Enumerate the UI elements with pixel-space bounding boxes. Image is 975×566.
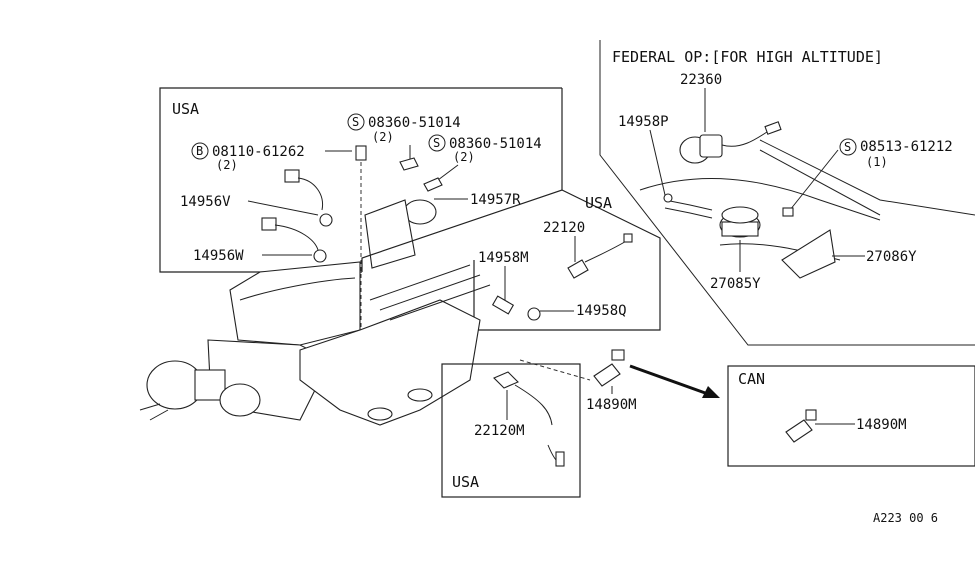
sensor-08360b-icon bbox=[423, 177, 443, 192]
sensor-14890M-can-connector bbox=[805, 409, 817, 421]
part-08110-label: 08110-61262 bbox=[212, 144, 305, 160]
part-22120M-sensor bbox=[493, 371, 565, 467]
can-box-border bbox=[727, 365, 975, 467]
b-symbol-icon bbox=[191, 142, 209, 160]
distributor-icon bbox=[139, 360, 261, 421]
part-14958P-hose bbox=[663, 193, 713, 219]
part-08110-qty: (2) bbox=[216, 158, 238, 172]
part-27085Y-label: 27085Y bbox=[710, 276, 761, 292]
engine-assembly-drawing bbox=[139, 261, 591, 426]
part-14956W-label: 14956W bbox=[193, 248, 244, 264]
diagram-reference-code: A223 00 6 bbox=[873, 511, 938, 525]
bolt-08513-label: S 08513-61212 (1) bbox=[839, 138, 953, 169]
part-27086Y-label: 27086Y bbox=[866, 249, 917, 265]
part-08513-label: 08513-61212 bbox=[860, 139, 953, 155]
s-symbol-icon bbox=[839, 138, 857, 156]
rocker-cover-ridge bbox=[239, 277, 356, 301]
usa-top-label: USA bbox=[172, 100, 199, 118]
intake-manifold bbox=[299, 299, 481, 426]
usa-bottom-box-border bbox=[441, 363, 581, 498]
svg-text:S: S bbox=[433, 136, 440, 150]
usa-bottom-label: USA bbox=[452, 473, 479, 491]
manifold-runners bbox=[369, 264, 491, 321]
leader-08513 bbox=[789, 149, 839, 211]
manifold-port-2 bbox=[407, 388, 433, 402]
sensor-14890M-icon bbox=[593, 363, 621, 387]
federal-manifold-line-2 bbox=[759, 139, 975, 216]
part-14890M-label: 14890M bbox=[586, 397, 637, 413]
part-14957R-solenoid bbox=[364, 199, 437, 269]
can-box: CAN 14890M bbox=[727, 365, 975, 467]
usa-bottom-box: 22120M USA bbox=[441, 363, 581, 498]
part-08360b-qty: (2) bbox=[453, 150, 475, 164]
leader-14956V bbox=[247, 200, 319, 216]
federal-option-region: FEDERAL OP:[FOR HIGH ALTITUDE] 22360 149… bbox=[599, 40, 975, 346]
part-08360a-label: 08360-51014 bbox=[368, 115, 461, 131]
part-14958Q-label: 14958Q bbox=[576, 303, 627, 319]
part-22120M-label: 22120M bbox=[474, 423, 525, 439]
svg-text:B: B bbox=[196, 144, 203, 158]
part-14956V-sensor bbox=[284, 169, 333, 227]
can-label: CAN bbox=[738, 370, 765, 388]
manifold-port-1 bbox=[367, 407, 393, 421]
part-08360b-label: 08360-51014 bbox=[449, 136, 542, 152]
sensor-08360a-icon bbox=[399, 157, 419, 171]
part-27086Y-bracket bbox=[781, 229, 836, 279]
part-22120-label: 22120 bbox=[543, 220, 585, 236]
svg-text:S: S bbox=[844, 140, 851, 154]
usa-right-label: USA bbox=[585, 194, 612, 212]
part-14890M-can-label: 14890M bbox=[856, 417, 907, 433]
part-14958P-label: 14958P bbox=[618, 114, 669, 130]
part-08513-qty: (1) bbox=[866, 155, 888, 169]
part-27085Y-valve bbox=[719, 206, 761, 238]
leader-08360b bbox=[437, 164, 459, 181]
s-symbol-icon bbox=[428, 134, 446, 152]
federal-region-border bbox=[599, 40, 975, 346]
federal-option-title: FEDERAL OP:[FOR HIGH ALTITUDE] bbox=[612, 48, 883, 66]
bolt-08110-icon bbox=[355, 145, 367, 161]
s-symbol-icon bbox=[347, 113, 365, 131]
part-14890M-main: 14890M bbox=[586, 349, 637, 413]
part-14958M-hose bbox=[491, 295, 515, 315]
arrow-to-can-icon bbox=[629, 364, 720, 398]
sensor-14890M-guide bbox=[519, 359, 591, 381]
sensor-14890M-connector bbox=[611, 349, 625, 361]
federal-manifold-line-3 bbox=[759, 149, 881, 216]
svg-text:S: S bbox=[352, 115, 359, 129]
part-08360a-qty: (2) bbox=[372, 130, 394, 144]
part-22120-sensor bbox=[567, 233, 633, 279]
part-14957R-label: 14957R bbox=[470, 192, 521, 208]
federal-manifold-line-1 bbox=[639, 178, 881, 221]
rocker-cover bbox=[229, 261, 361, 346]
part-14958Q-fitting bbox=[527, 307, 541, 321]
usa-top-box: USA S 08360-51014 (2) S 08360-51014 (2) … bbox=[159, 87, 563, 330]
part-22360-vacuum-switch bbox=[679, 121, 782, 164]
sensor-14890M-can-icon bbox=[785, 419, 813, 443]
part-14956W-sensor bbox=[261, 217, 327, 263]
part-14958M-label: 14958M bbox=[478, 250, 529, 266]
bolt-08513-icon bbox=[782, 207, 794, 217]
part-22360-label: 22360 bbox=[680, 72, 722, 88]
part-14956V-label: 14956V bbox=[180, 194, 231, 210]
